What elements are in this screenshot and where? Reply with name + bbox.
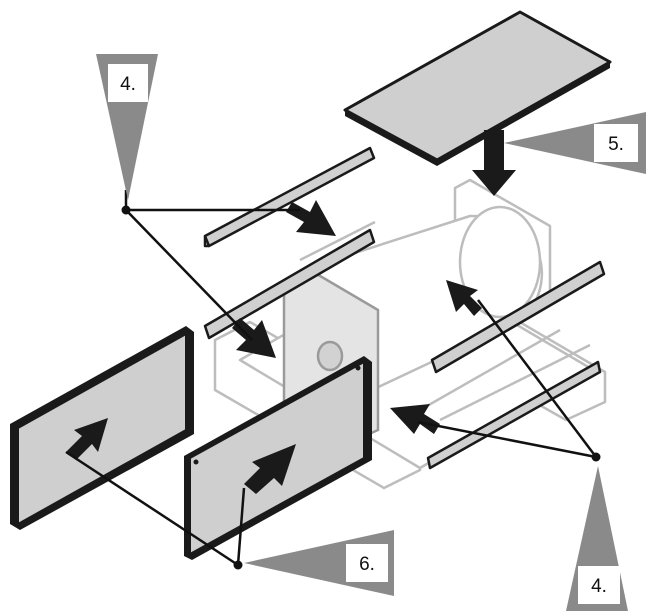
lid-down-arrow (472, 130, 516, 196)
arrow-panel-left (66, 418, 108, 460)
arrow-rail-upper (286, 200, 336, 236)
callout-5: 5. (504, 112, 646, 174)
svg-text:6.: 6. (359, 554, 375, 575)
rail-lower-right (426, 360, 602, 470)
rail-upper-right (430, 260, 606, 374)
insert-arrows (66, 200, 482, 494)
rail-upper-left (203, 146, 376, 248)
cylinder-end (458, 205, 542, 319)
leader-lines (65, 190, 597, 567)
svg-text:4.: 4. (591, 576, 607, 597)
svg-text:4.: 4. (120, 74, 136, 95)
rail-middle-left (203, 228, 376, 340)
arrow-rail-lower (390, 404, 440, 434)
arrow-panel-right (244, 444, 296, 494)
leader-dots (121, 205, 601, 570)
arrow-rail-middle (232, 318, 276, 358)
top-lid-panel (343, 10, 612, 166)
inner-rail-b (419, 328, 561, 412)
inner-rail-c (439, 343, 591, 422)
callout-4-bottom: 4. (566, 466, 628, 611)
callout-4-top: 4. (96, 54, 158, 200)
svg-text:5.: 5. (608, 134, 624, 155)
inner-rail-a (299, 220, 376, 262)
arrow-tank-right (446, 280, 482, 316)
callout-6: 6. (244, 530, 394, 596)
